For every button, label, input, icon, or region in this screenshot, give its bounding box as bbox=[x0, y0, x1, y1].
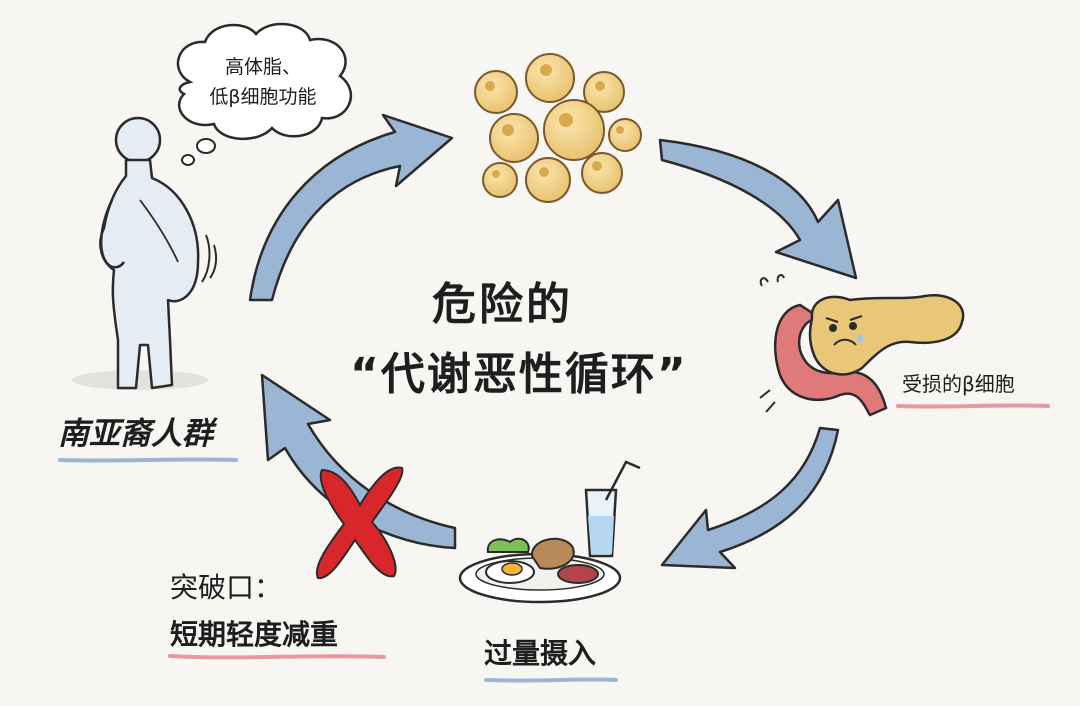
thought-bubble-text: 高体脂、 低β细胞功能 bbox=[188, 52, 338, 112]
label-underlines bbox=[58, 403, 1050, 683]
cycle-arrow-up-left bbox=[248, 113, 454, 302]
damaged-beta-cells-label: 受损的β细胞 bbox=[902, 372, 1015, 396]
thought-bubble-icon bbox=[176, 22, 352, 166]
title-line-1: 危险的 bbox=[432, 279, 573, 330]
breakthrough-label: 突破口： bbox=[170, 571, 283, 604]
population-label: 南亚裔人群 bbox=[58, 416, 213, 452]
cross-icon bbox=[315, 466, 404, 580]
meal-icon bbox=[458, 460, 641, 604]
pancreas-icon bbox=[759, 274, 965, 417]
cycle-arrow-top-right bbox=[658, 138, 858, 280]
fat-cells-icon bbox=[474, 53, 642, 203]
thought-line-2: 低β细胞功能 bbox=[209, 86, 317, 108]
overeating-label: 过量摄入 bbox=[484, 637, 597, 670]
cycle-arrow-bottom-right bbox=[660, 426, 840, 570]
person-icon bbox=[72, 116, 218, 390]
thought-line-1: 高体脂、 bbox=[224, 56, 301, 78]
cycle-arrow-bottom-left bbox=[260, 373, 457, 550]
breakthrough-detail: 短期轻度减重 bbox=[170, 618, 339, 651]
title-line-2: “代谢恶性循环” bbox=[350, 349, 688, 400]
